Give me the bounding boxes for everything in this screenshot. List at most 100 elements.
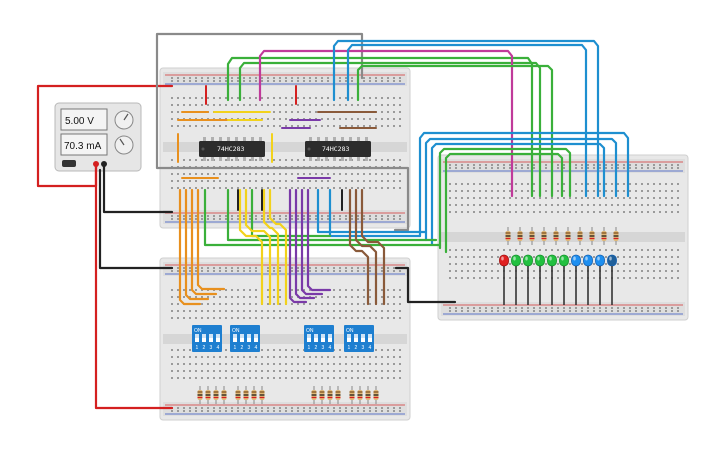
- led-legs: [503, 266, 613, 305]
- dip-on-label: ON: [194, 328, 202, 334]
- resistor[interactable]: [553, 227, 559, 245]
- resistor[interactable]: [601, 227, 607, 245]
- wire-green-r1[interactable]: [438, 147, 572, 250]
- power-switch[interactable]: [62, 160, 76, 167]
- wire-blue-r3[interactable]: [430, 142, 606, 246]
- resistor[interactable]: [335, 386, 341, 404]
- wire-orange-3[interactable]: [190, 188, 218, 296]
- led-blue[interactable]: [571, 254, 581, 267]
- wire-blue-top-2[interactable]: [346, 43, 588, 198]
- resistor[interactable]: [613, 227, 619, 245]
- wire-orange-1[interactable]: [178, 188, 202, 306]
- resistor[interactable]: [365, 386, 371, 404]
- dip-position-label: 4: [329, 345, 332, 351]
- resistor[interactable]: [259, 386, 265, 404]
- resistor[interactable]: [235, 386, 241, 404]
- wire-brown-3[interactable]: [360, 188, 386, 306]
- dip-position-label: 4: [217, 345, 220, 351]
- wire-black-ground-2[interactable]: [98, 168, 174, 270]
- led-blue[interactable]: [583, 254, 593, 267]
- led-green[interactable]: [535, 254, 545, 267]
- chip-2-label: 74HC283: [322, 145, 349, 153]
- wire-red-power-bottom[interactable]: [94, 162, 174, 410]
- resistor[interactable]: [505, 227, 511, 245]
- resistor[interactable]: [589, 227, 595, 245]
- wire-brown-2[interactable]: [354, 188, 378, 306]
- wire-magenta-top[interactable]: [258, 49, 514, 198]
- wire-black-right-ground[interactable]: [394, 266, 457, 304]
- wire-purple-4[interactable]: [306, 188, 332, 292]
- resistor[interactable]: [243, 386, 249, 404]
- resistor[interactable]: [251, 386, 257, 404]
- resistors-bottom: [197, 386, 379, 404]
- dip-position-label: 1: [308, 345, 311, 351]
- wire-green-r2[interactable]: [444, 152, 564, 254]
- resistor[interactable]: [213, 386, 219, 404]
- wire-yellow-4[interactable]: [268, 188, 288, 306]
- resistors-right: [505, 227, 619, 245]
- resistor[interactable]: [577, 227, 583, 245]
- led-green[interactable]: [559, 254, 569, 267]
- wire-green-top-1[interactable]: [226, 56, 534, 198]
- resistor[interactable]: [565, 227, 571, 245]
- dip-position-label: 4: [369, 345, 372, 351]
- wire-orange-2[interactable]: [184, 188, 210, 301]
- led-red[interactable]: [499, 254, 509, 267]
- chip-1-label: 74HC283: [217, 145, 244, 153]
- resistor[interactable]: [529, 227, 535, 245]
- wire-yellow-1[interactable]: [238, 188, 264, 306]
- resistor[interactable]: [311, 386, 317, 404]
- dip-position-label: 1: [196, 345, 199, 351]
- dip-position-label: 3: [210, 345, 213, 351]
- wire-blue-r2[interactable]: [424, 137, 618, 242]
- wire-blue-top-1[interactable]: [332, 39, 600, 198]
- led-array: [499, 254, 617, 267]
- resistor[interactable]: [197, 386, 203, 404]
- resistor[interactable]: [541, 227, 547, 245]
- led-green[interactable]: [547, 254, 557, 267]
- wire-purple-1[interactable]: [288, 188, 308, 304]
- wire-yellow-3[interactable]: [262, 188, 280, 306]
- resistor[interactable]: [327, 386, 333, 404]
- led-green[interactable]: [511, 254, 521, 267]
- current-readout: 70.3 mA: [64, 141, 102, 152]
- dip-position-label: 2: [241, 345, 244, 351]
- dip-position-label: 4: [255, 345, 258, 351]
- breadboard-top-left[interactable]: [159, 67, 411, 229]
- resistor[interactable]: [517, 227, 523, 245]
- wires: [36, 32, 630, 410]
- wire-orange-4[interactable]: [196, 188, 226, 291]
- wire-blue-route-2[interactable]: [316, 188, 428, 234]
- wire-yellow-2[interactable]: [244, 188, 272, 306]
- power-supply[interactable]: 5.00 V 70.3 mA: [54, 102, 142, 172]
- resistor[interactable]: [205, 386, 211, 404]
- ic-chip-1[interactable]: 74HC283: [199, 137, 265, 161]
- wire-purple-2[interactable]: [294, 188, 316, 300]
- wire-blue-r1[interactable]: [418, 131, 630, 238]
- resistor[interactable]: [221, 386, 227, 404]
- wire-purple-3[interactable]: [300, 188, 324, 296]
- dip-on-label: ON: [346, 328, 354, 334]
- wire-black-ground[interactable]: [102, 162, 174, 214]
- wire-brown-1[interactable]: [348, 188, 370, 306]
- dip-position-label: 2: [203, 345, 206, 351]
- resistor[interactable]: [373, 386, 379, 404]
- resistor[interactable]: [349, 386, 355, 404]
- led-blue[interactable]: [595, 254, 605, 267]
- dip-position-label: 3: [248, 345, 251, 351]
- led-green[interactable]: [523, 254, 533, 267]
- resistor[interactable]: [319, 386, 325, 404]
- wire-green-top-3[interactable]: [356, 64, 554, 198]
- ic-chip-2[interactable]: 74HC283: [305, 137, 371, 161]
- led-blue[interactable]: [607, 254, 617, 267]
- dip-position-label: 2: [315, 345, 318, 351]
- voltage-readout: 5.00 V: [65, 116, 94, 127]
- resistor[interactable]: [357, 386, 363, 404]
- wire-green-top-2[interactable]: [238, 61, 542, 198]
